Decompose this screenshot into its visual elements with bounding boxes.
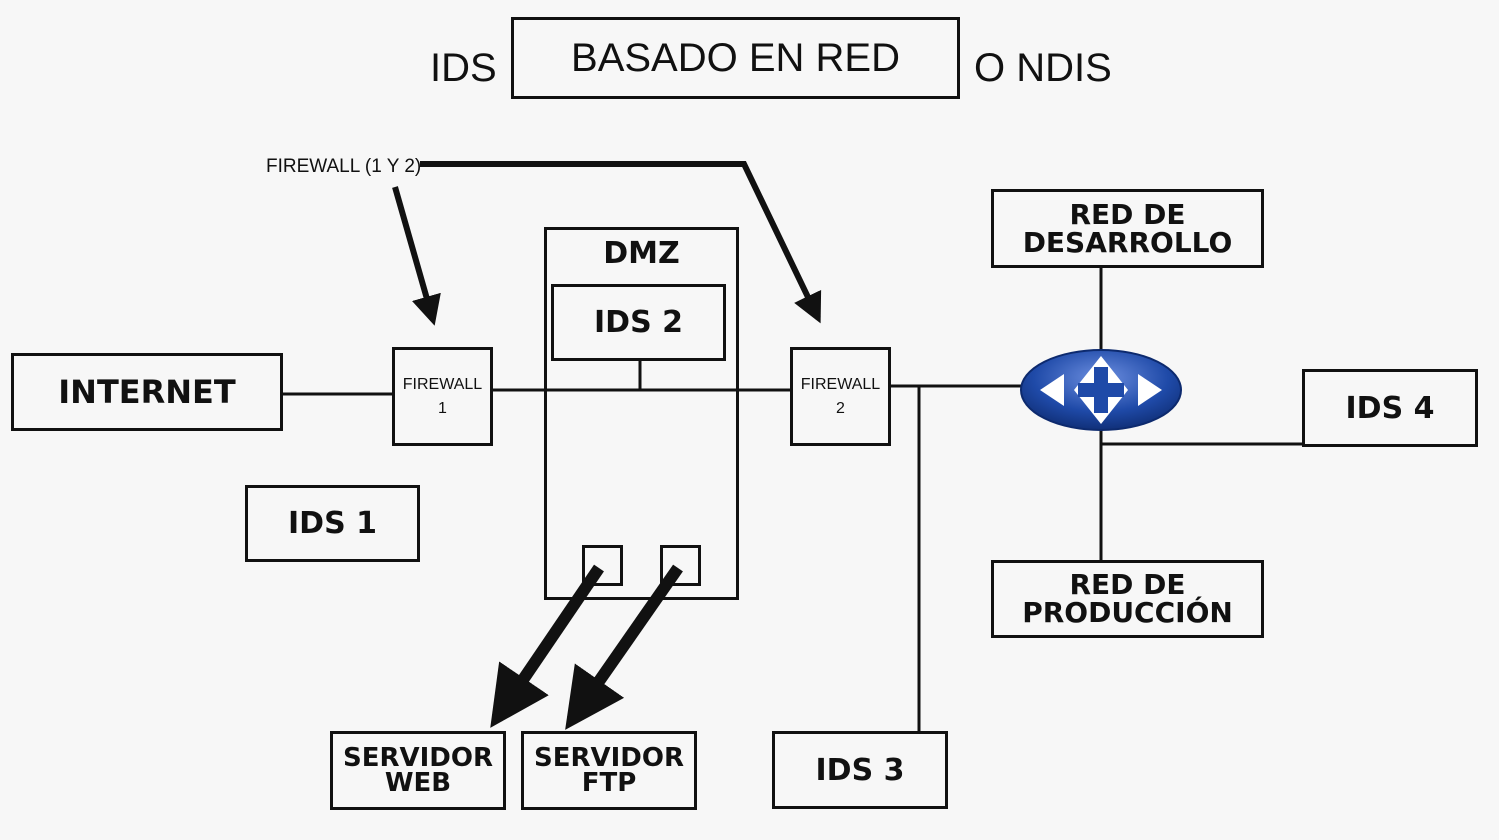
firewall-callout-label: FIREWALL (1 Y 2) [266, 156, 422, 177]
node-servidor-ftp: SERVIDOR FTP [521, 731, 697, 810]
firewall-1-label: FIREWALL [402, 375, 483, 393]
node-dmz: DMZ [544, 227, 739, 600]
node-red-desarrollo: RED DE DESARROLLO [991, 189, 1264, 268]
firewall-2-label: FIREWALL [800, 375, 881, 393]
red-desarrollo-line1: RED DE [1069, 197, 1186, 231]
dmz-port-web [582, 545, 623, 586]
title-box: BASADO EN RED [511, 17, 960, 99]
node-firewall-2: FIREWALL 2 [790, 347, 891, 446]
title-boxed-text: BASADO EN RED [571, 35, 900, 80]
red-desarrollo-line2: DESARROLLO [1022, 225, 1233, 259]
node-ids-1: IDS 1 [245, 485, 420, 562]
servidor-web-line1: SERVIDOR [342, 742, 493, 773]
node-ids-2: IDS 2 [551, 284, 726, 361]
node-internet-label: INTERNET [58, 373, 236, 411]
arrow-dmz-servidor-ftp [565, 564, 683, 730]
servidor-ftp-line2: FTP [581, 767, 637, 798]
node-ids-4: IDS 4 [1302, 369, 1478, 447]
node-ids-3: IDS 3 [772, 731, 948, 809]
ids-2-label: IDS 2 [594, 305, 683, 340]
node-firewall-1: FIREWALL 1 [392, 347, 493, 446]
ids-3-label: IDS 3 [815, 752, 905, 788]
arrow-dmz-servidor-web [490, 564, 604, 728]
node-internet: INTERNET [11, 353, 283, 431]
ids-4-label: IDS 4 [1345, 390, 1435, 426]
red-produccion-line1: RED DE [1069, 568, 1186, 601]
servidor-ftp-line1: SERVIDOR [533, 742, 684, 773]
title-suffix: O NDIS [974, 46, 1112, 90]
router-switch-icon [1020, 349, 1182, 431]
arrow-callout-firewall1 [392, 186, 441, 326]
red-produccion-line2: PRODUCCIÓN [1022, 596, 1233, 629]
servidor-web-line2: WEB [384, 767, 452, 798]
firewall-1-number: 1 [438, 399, 447, 417]
arrow-callout-firewall2 [420, 161, 822, 324]
ids-1-label: IDS 1 [288, 506, 377, 541]
dmz-port-ftp [660, 545, 701, 586]
title-prefix: IDS [430, 46, 497, 90]
firewall-2-number: 2 [836, 399, 845, 417]
node-red-produccion: RED DE PRODUCCIÓN [991, 560, 1264, 638]
node-servidor-web: SERVIDOR WEB [330, 731, 506, 810]
dmz-label: DMZ [603, 236, 680, 271]
